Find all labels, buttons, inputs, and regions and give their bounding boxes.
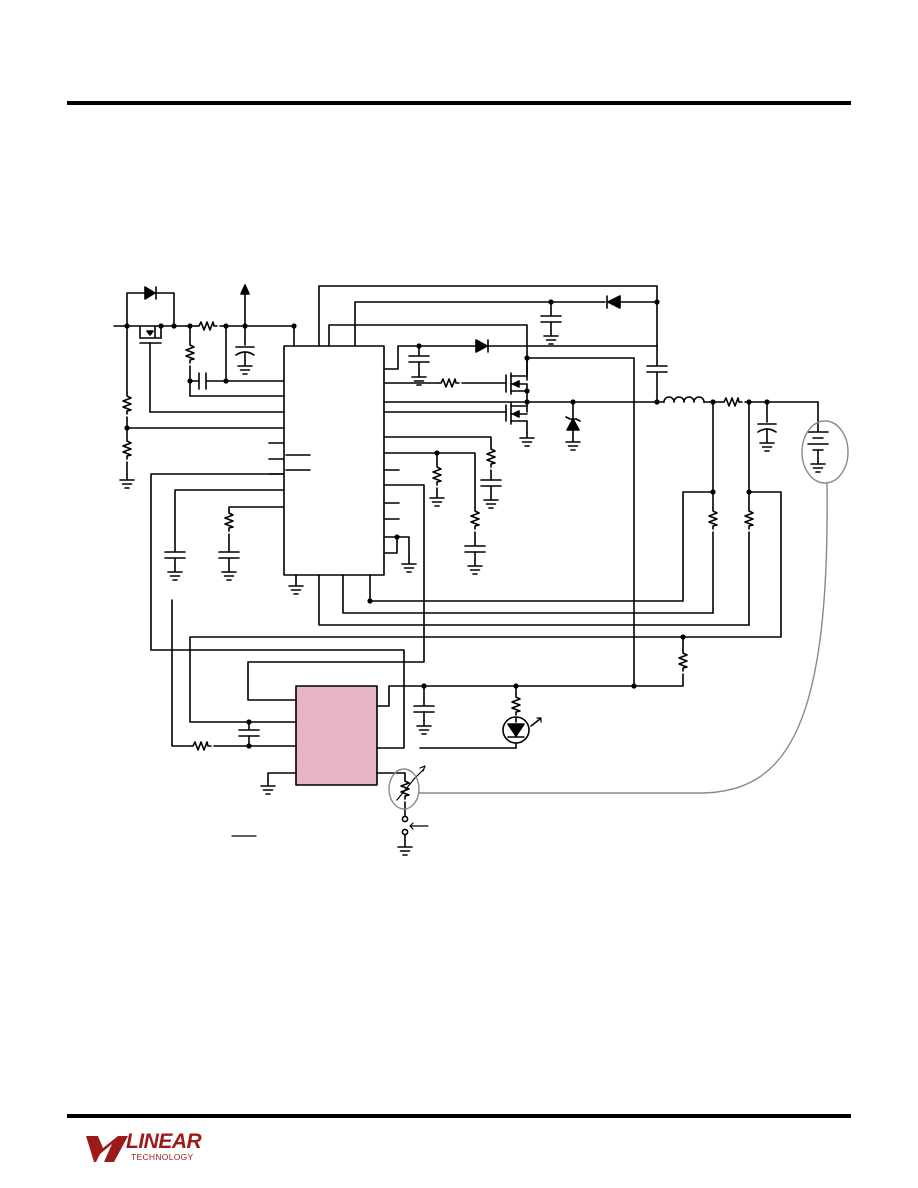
logo-word: LINEAR xyxy=(126,1130,202,1153)
top-routing xyxy=(318,285,668,687)
logo-sub: TECHNOLOGY xyxy=(131,1152,194,1162)
input-pfet xyxy=(139,325,162,413)
controller-pin-overbars xyxy=(285,454,311,471)
top-mosfet xyxy=(505,372,528,395)
controller-ic xyxy=(283,345,385,576)
charge-sense-resistor xyxy=(720,397,743,407)
microcontroller-ic xyxy=(295,685,378,786)
boost-diode xyxy=(606,295,621,309)
thermistor-battery-link xyxy=(388,420,849,810)
header-rule xyxy=(67,101,851,105)
input-section xyxy=(113,284,297,489)
battery xyxy=(807,431,829,451)
sense-resistor xyxy=(195,321,218,331)
inductor xyxy=(663,396,705,403)
mcu-connections xyxy=(171,574,688,856)
linear-logo-icon xyxy=(70,1136,128,1162)
feedback-network xyxy=(189,401,782,723)
status-led xyxy=(502,716,542,744)
controller-left-pins xyxy=(150,442,405,749)
footer-rule xyxy=(67,1114,851,1118)
bootstrap-diode xyxy=(475,339,489,353)
thermistor xyxy=(400,777,410,800)
bottom-mosfet xyxy=(505,402,528,425)
power-stage xyxy=(383,357,829,473)
input-diode xyxy=(144,286,157,300)
controller-right-pins xyxy=(247,436,502,701)
catch-diode xyxy=(565,416,581,431)
